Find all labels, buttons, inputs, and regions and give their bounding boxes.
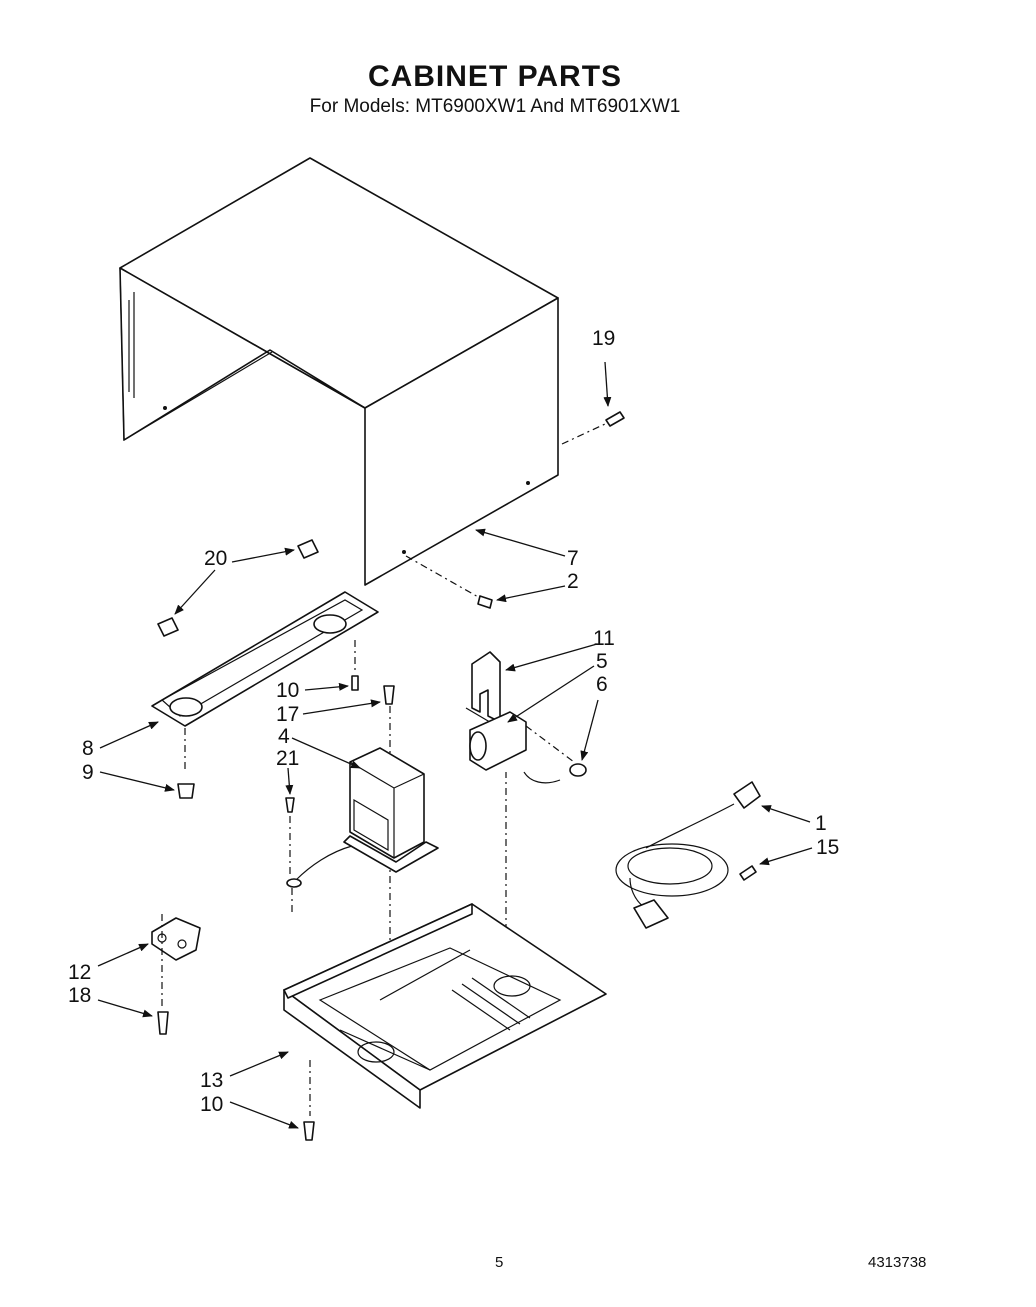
callout-17: 17 bbox=[276, 703, 299, 726]
callout-1: 1 bbox=[815, 812, 827, 835]
capacitor-bracket-11 bbox=[465, 643, 598, 729]
base-bracket-8 bbox=[99, 591, 379, 770]
callout-7: 7 bbox=[567, 547, 579, 570]
screw-10-bottom bbox=[229, 1101, 315, 1141]
screw-19 bbox=[561, 361, 625, 445]
screw-15 bbox=[739, 847, 813, 881]
callout-10-bottom: 10 bbox=[200, 1093, 223, 1116]
callout-19: 19 bbox=[592, 327, 615, 350]
power-cord-1 bbox=[615, 781, 811, 929]
document-number: 4313738 bbox=[868, 1254, 927, 1271]
leader-7 bbox=[475, 528, 566, 557]
callout-4: 4 bbox=[278, 725, 290, 748]
screw-18 bbox=[97, 999, 169, 1035]
callout-5: 5 bbox=[596, 650, 608, 673]
callout-15: 15 bbox=[816, 836, 839, 859]
callout-11: 11 bbox=[593, 627, 615, 650]
transformer-4 bbox=[286, 737, 439, 912]
page-number: 5 bbox=[495, 1254, 504, 1271]
callout-12: 12 bbox=[68, 961, 91, 984]
callout-2: 2 bbox=[567, 570, 579, 593]
callout-6: 6 bbox=[596, 673, 608, 696]
page-title: CABINET PARTS bbox=[367, 60, 623, 93]
callout-10-top: 10 bbox=[276, 679, 299, 702]
callout-8: 8 bbox=[82, 737, 94, 760]
rubber-feet-20 bbox=[157, 539, 319, 637]
callout-13: 13 bbox=[200, 1069, 223, 1092]
mounting-bracket-12 bbox=[97, 914, 201, 1006]
base-pan-13 bbox=[229, 903, 607, 1116]
cabinet-wrapper bbox=[119, 157, 559, 586]
diode-6 bbox=[523, 699, 599, 784]
callout-18: 18 bbox=[68, 984, 91, 1007]
screw-2 bbox=[405, 555, 566, 609]
capacitor-5 bbox=[469, 665, 595, 948]
foot-9 bbox=[99, 771, 195, 799]
page-subtitle: For Models: MT6900XW1 And MT6901XW1 bbox=[309, 96, 681, 117]
callout-20: 20 bbox=[204, 547, 227, 570]
callout-21: 21 bbox=[276, 747, 299, 770]
screw-21 bbox=[285, 767, 295, 874]
callout-9: 9 bbox=[82, 761, 94, 784]
